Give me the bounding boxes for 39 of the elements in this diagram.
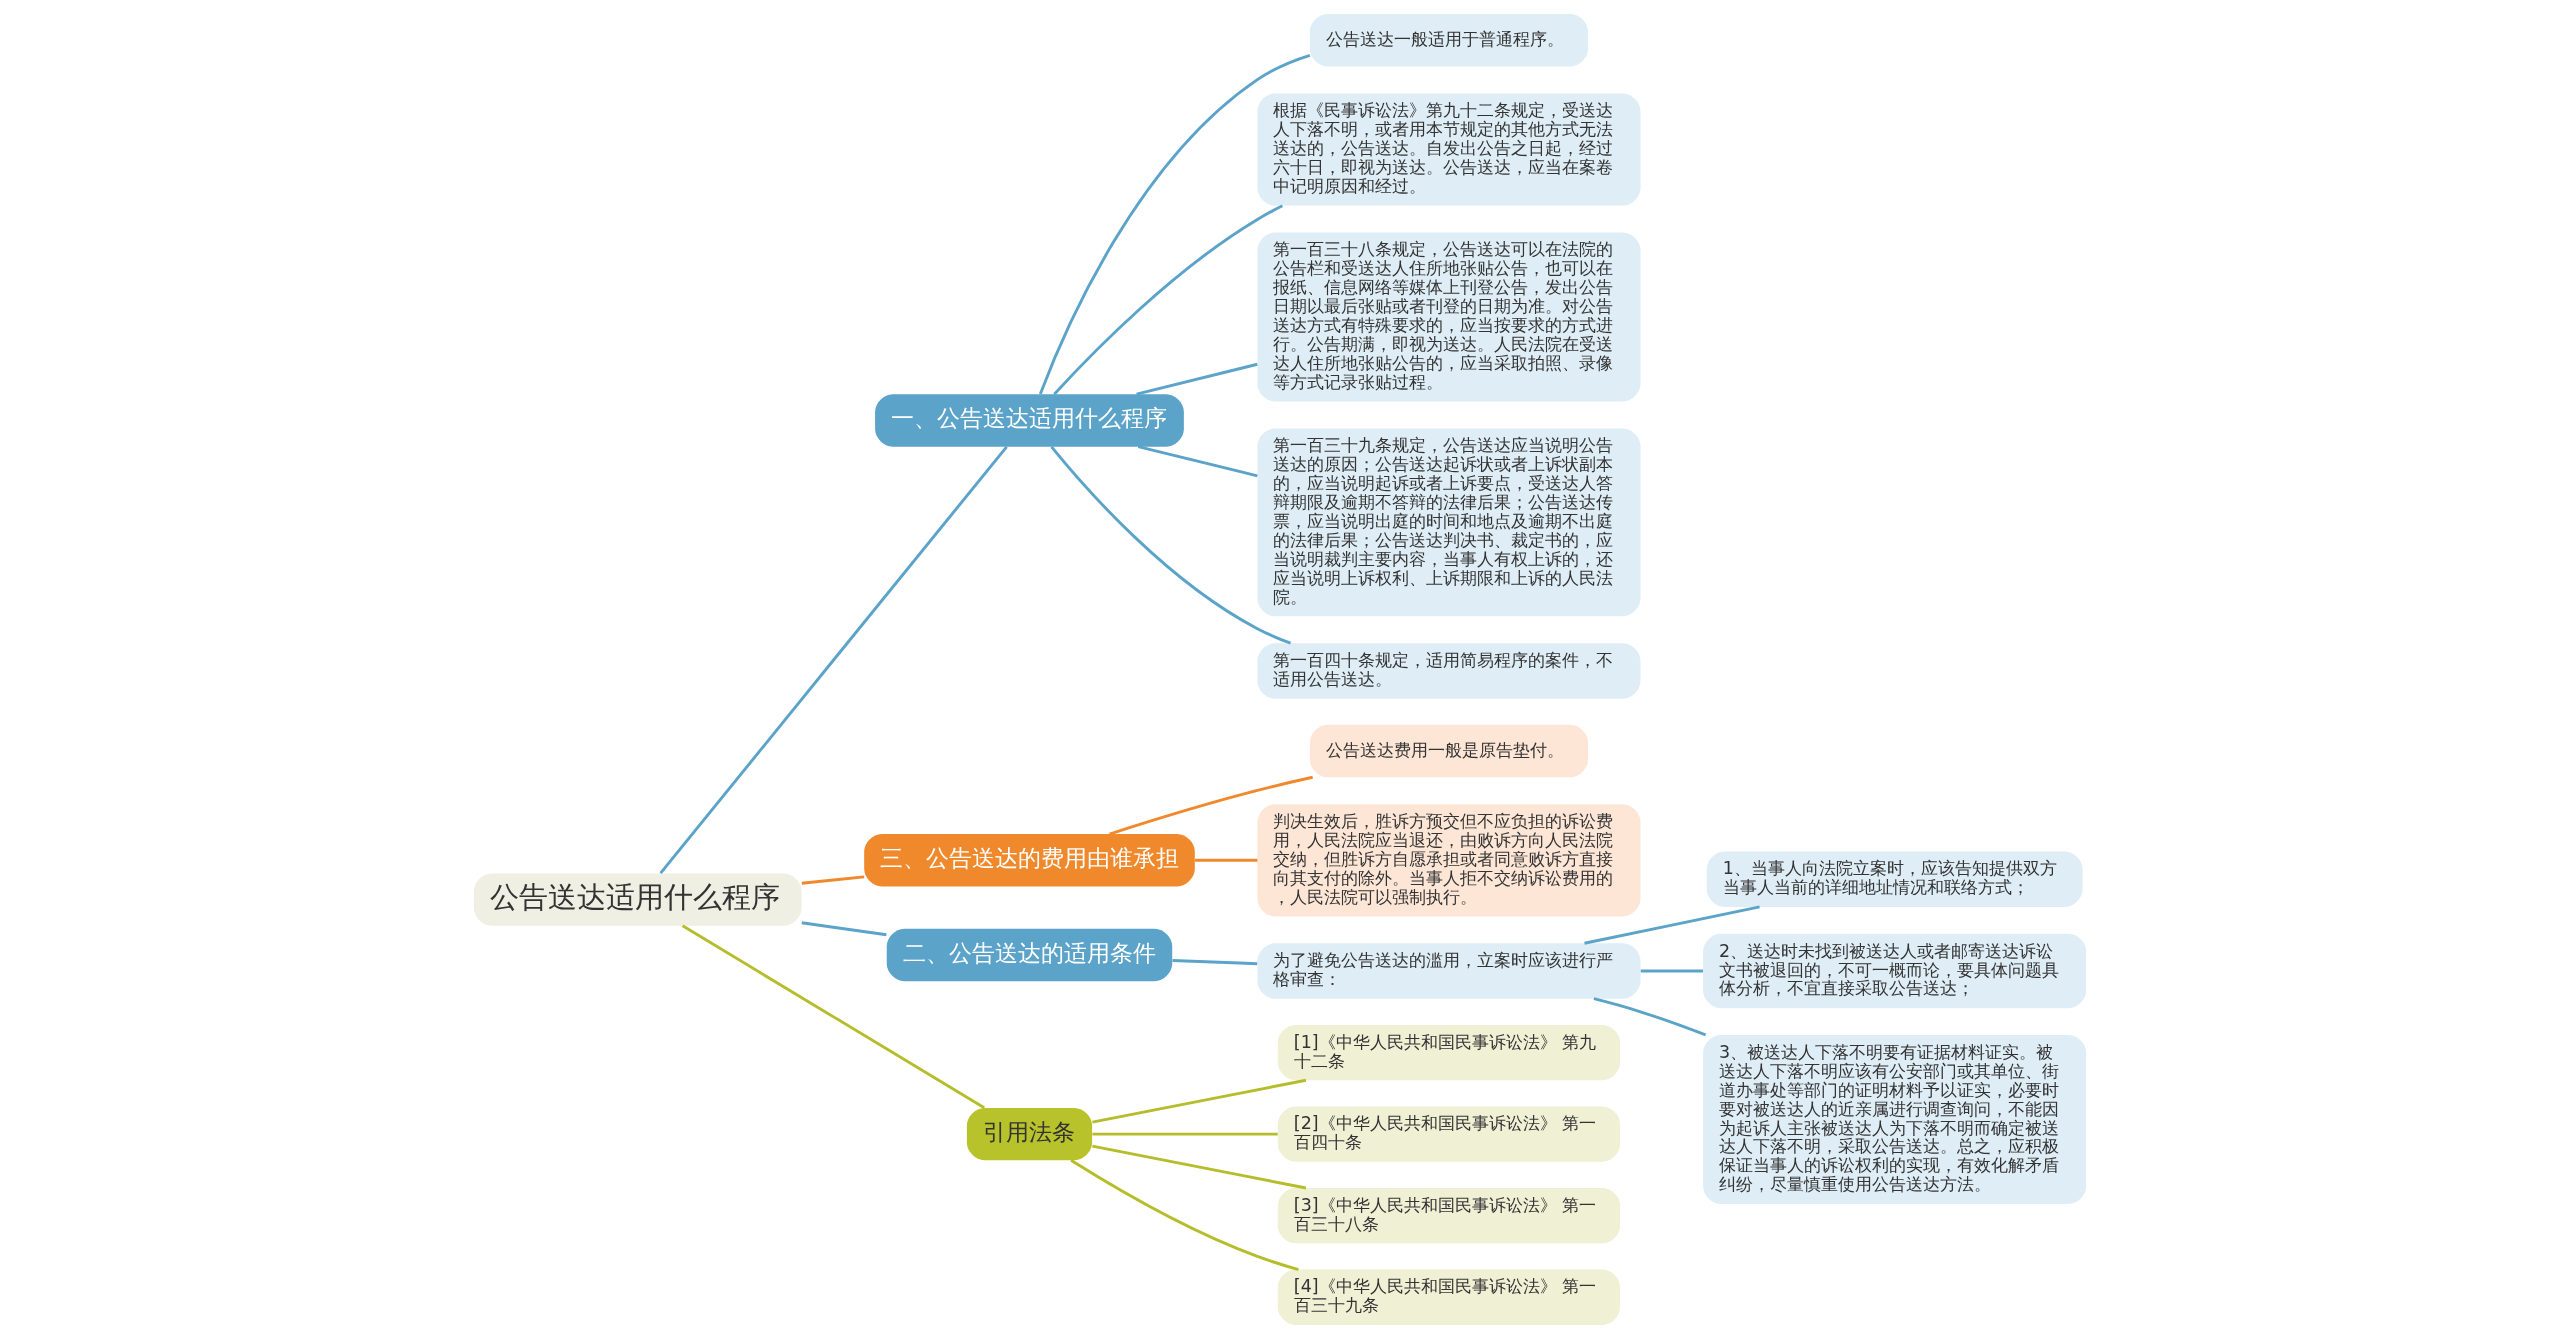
node-box: 根据《民事诉讼法》第九十二条规定，受送达人下落不明，或者用本节规定的其他方式无法送达的，公告送达。自发出公告之日起，经过六十日，即视为送达。公告送达，应当在案卷中记明原因和经过。 [1257,93,1641,206]
node-box: 判决生效后，胜诉方预交但不应负担的诉讼费用，人民法院应当退还，由败诉方向人民法院交纳，但胜诉方自愿承担或者同意败诉方直接向其支付的除外。当事人拒不交纳诉讼费用的，人民法院可以强制执行。 [1257,804,1641,917]
node-box: [1]《中华人民共和国民事诉讼法》 第九十二条 [1277,1024,1621,1081]
node-box: 公告送达一般适用于普通程序。 [1309,14,1589,67]
connector [1092,1078,1307,1124]
connector [681,924,985,1109]
connector [801,875,865,885]
connector [1137,445,1258,478]
node-box: [3]《中华人民共和国民事诉讼法》 第一百三十八条 [1277,1188,1621,1244]
node-box: 第一百三十九条规定，公告送达应当说明公告送达的原因；公告送达起诉状或者上诉状副本的，应当说明起诉或者上诉要点，受送达人答辩期限及逾期不答辩的法律后果；公告送达传票，应当说明出庭的时间和地点及逾期不出庭的法律后果；公告送达判决书、裁定书的，应当说明裁判主要内容，当事人有权上诉的，还应当说明上诉权利、上诉期限和上诉的人民法院。 [1257,428,1641,617]
connector [1092,1132,1278,1136]
connector [1640,969,1703,973]
node-box: 1、当事人向法院立案时，应该告知提供双方当事人当前的详细地址情况和联络方式； [1706,851,2083,907]
connector [1584,905,1760,945]
node-box: 引用法条 [966,1107,1093,1161]
connector [1038,53,1311,395]
node-box: 第一百三十八条规定，公告送达可以在法院的公告栏和受送达人住所地张贴公告，也可以在报纸、信息网络等媒体上刊登公告，发出公告日期以最后张贴或者刊登的日期为准。对公告送达方式有特殊要求的，应当按要求的方式进行。公告期满，即视为送达。人民法院在受送达人住所地张贴公告的，应当采取拍照、录像等方式记录张贴过程。 [1257,232,1641,402]
connector [801,921,887,937]
node-box: [4]《中华人民共和国民事诉讼法》 第一百三十九条 [1277,1269,1621,1325]
node-box: 公告送达费用一般是原告垫付。 [1309,724,1589,778]
node-box: [2]《中华人民共和国民事诉讼法》 第一百四十条 [1277,1106,1621,1162]
connector [659,445,1008,875]
node-box: 第一百四十条规定，适用简易程序的案件，不适用公告送达。 [1257,643,1641,699]
node-box: 二、公告送达的适用条件 [886,928,1173,982]
node-box: 三、公告送达的费用由谁承担 [864,834,1195,887]
connector [1136,362,1258,396]
node-box: 一、公告送达适用什么程序 [875,394,1184,447]
node-box: 为了避免公告送达的滥用，立案时应该进行严格审查： [1257,943,1641,999]
connector [1194,858,1258,862]
node-box: 3、被送达人下落不明要有证据材料证实。被送达人下落不明应该有公安部门或其单位、街道办事处等部门的证明材料予以证实，必要时要对被送达人的近亲属进行调查询问，不能因为起诉人主张被送达人为下落不明而确定被送达人下落不明，采取公告送达。总之，应积极保证当事人的诉讼权利的实现，有效化解矛盾纠纷，尽量慎重使用公告送达方法。 [1703,1035,2087,1205]
connector [1092,1144,1307,1190]
connector [1050,445,1292,645]
connector [1172,958,1258,966]
connector [1070,1159,1299,1271]
connector [1109,775,1313,836]
connector [1593,997,1707,1037]
node-box: 2、送达时未找到被送达人或者邮寄送达诉讼文书被退回的，不可一概而论，要具体问题具体分析，不宜直接采取公告送达； [1703,933,2087,1009]
connector [1053,204,1284,396]
node-box: 公告送达适用什么程序 [473,873,802,926]
